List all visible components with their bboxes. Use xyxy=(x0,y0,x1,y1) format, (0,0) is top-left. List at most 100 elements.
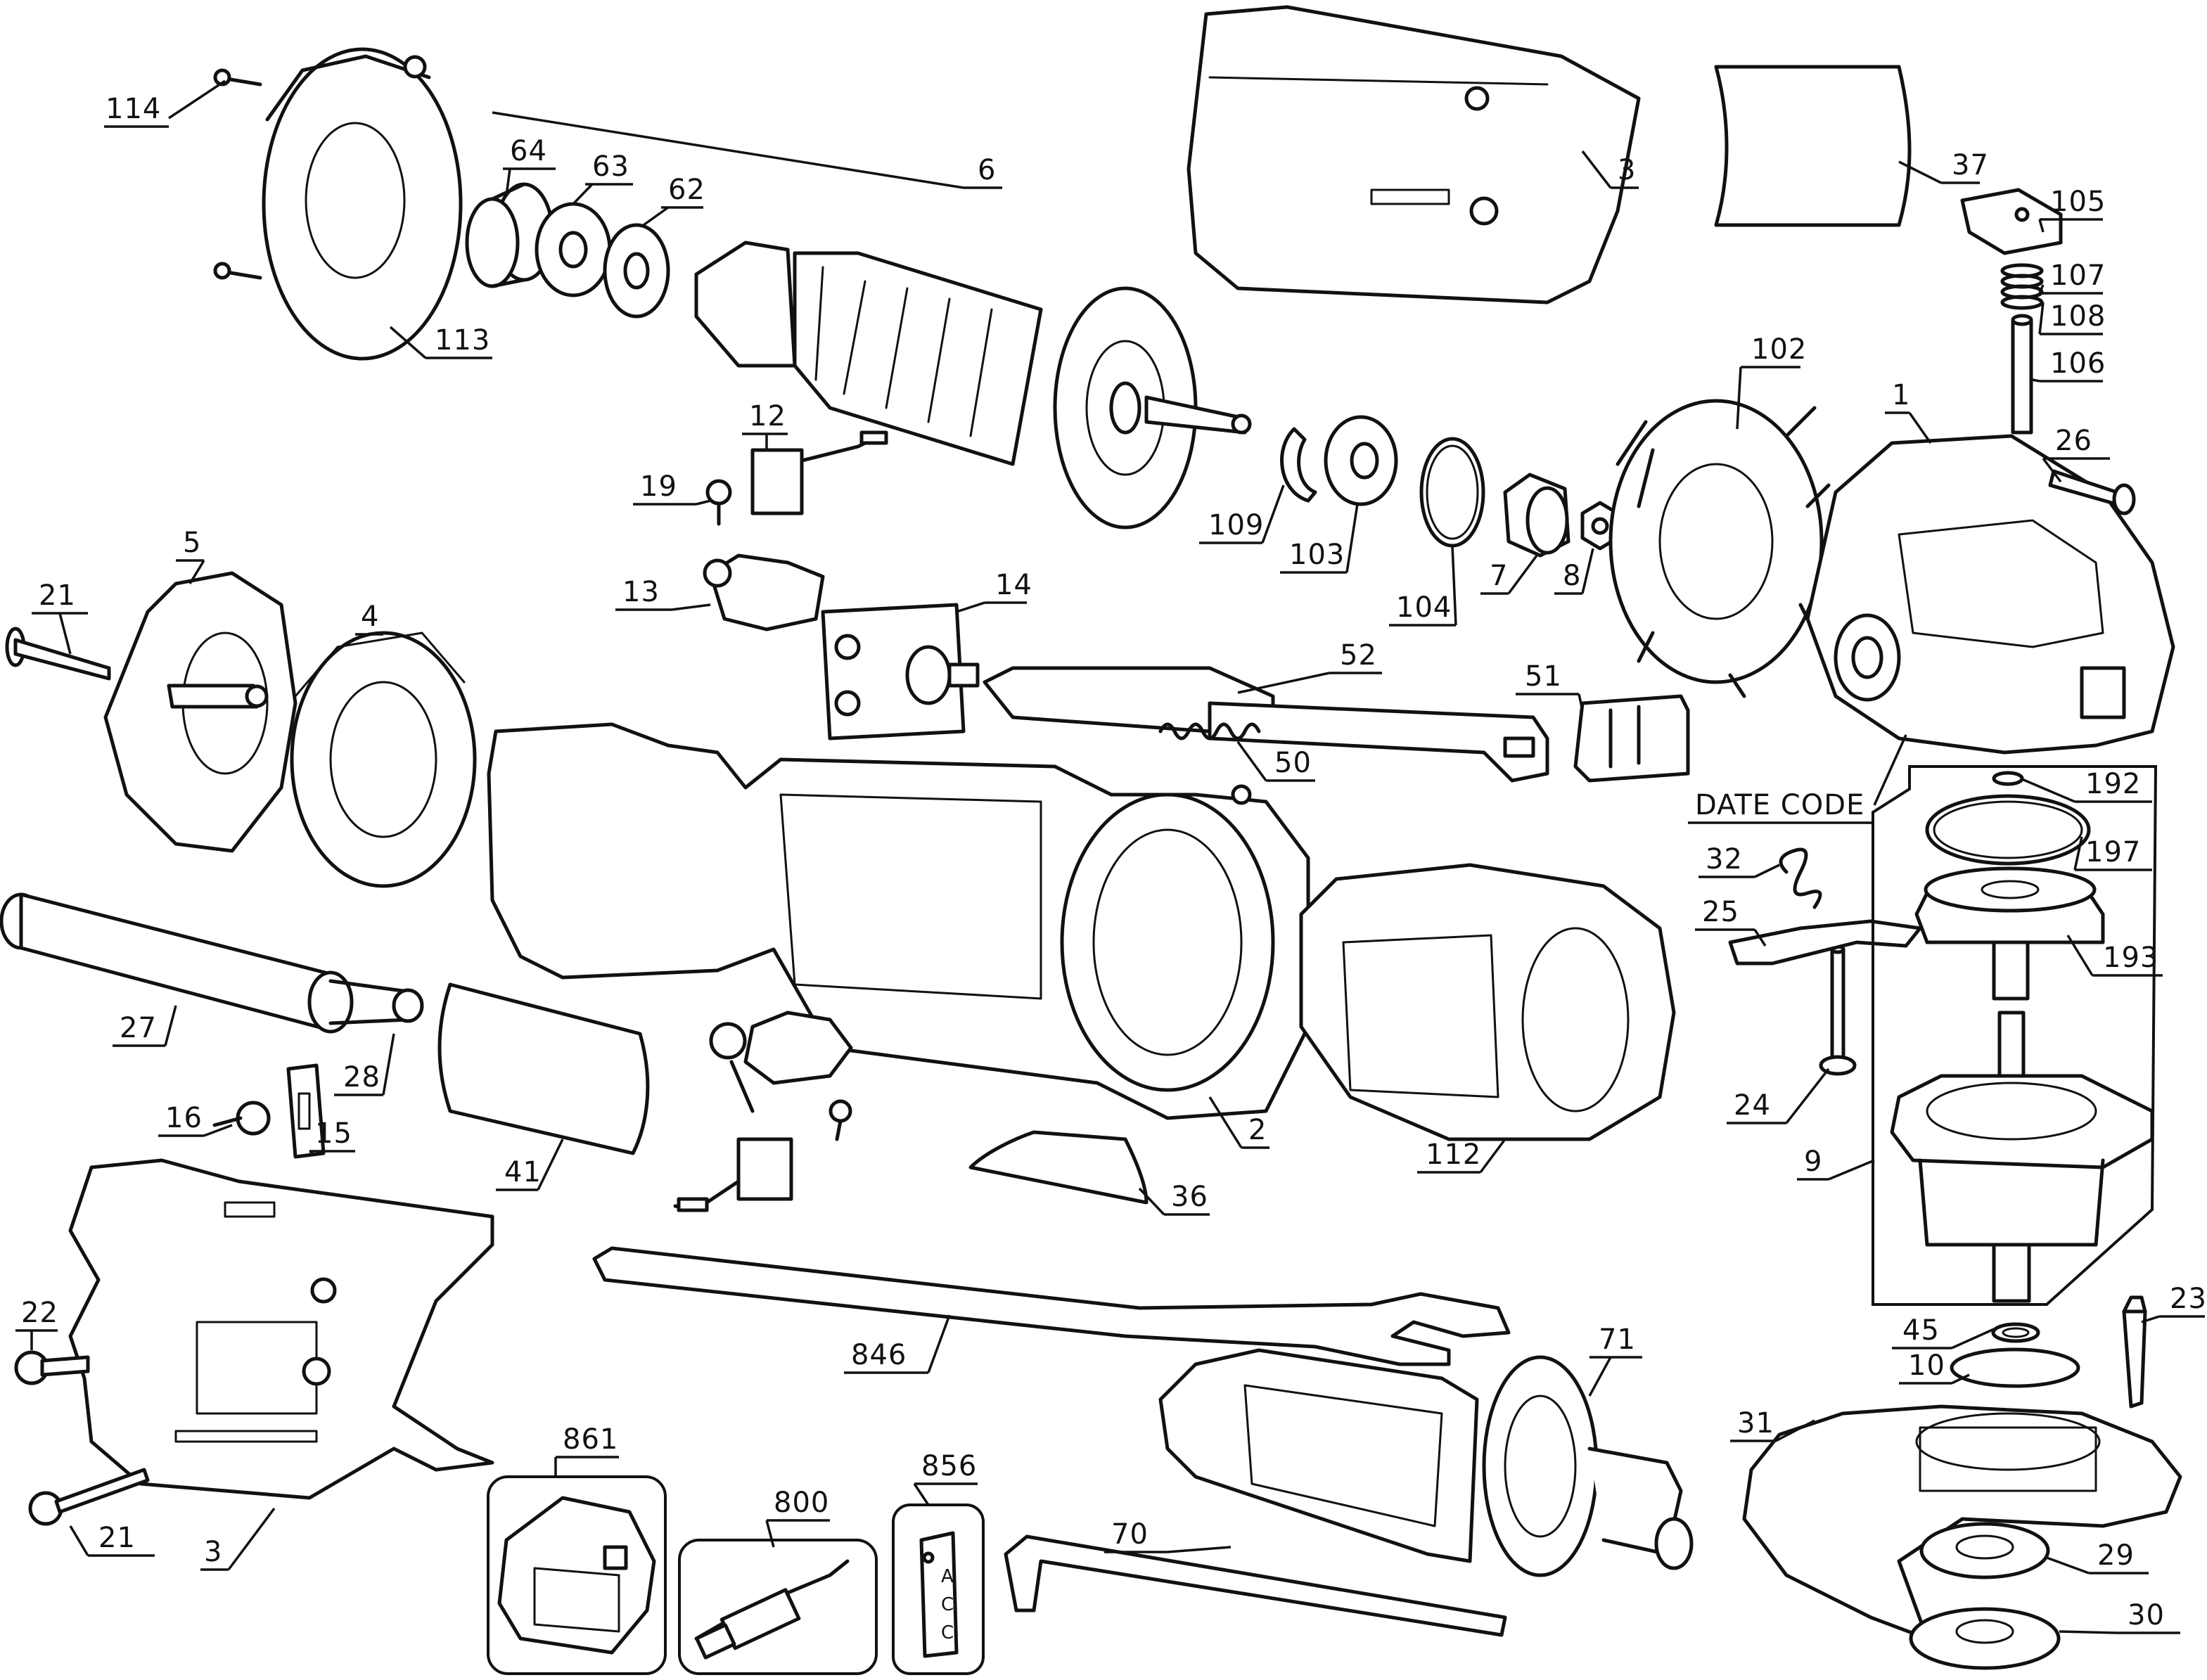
callout-15: 15 xyxy=(309,1117,355,1155)
callout-leader xyxy=(2038,284,2045,294)
callout-leader xyxy=(309,1150,314,1155)
callout-leader xyxy=(1578,693,1584,711)
callout-leader xyxy=(168,79,226,120)
callout-26: 26 xyxy=(2042,425,2110,483)
callout-52: 52 xyxy=(1237,639,1382,694)
spindle-lock-button xyxy=(1960,188,2063,255)
callout-7: 7 xyxy=(1480,554,1538,595)
callout-number: 105 xyxy=(2050,186,2106,218)
callout-leader xyxy=(505,168,511,196)
bearing xyxy=(535,202,612,297)
callout-32: 32 xyxy=(1699,843,1780,878)
callout-62: 62 xyxy=(642,174,705,226)
callout-leader xyxy=(2141,1315,2160,1323)
callout-number: 8 xyxy=(1563,560,1581,592)
callout-leader xyxy=(1236,740,1267,782)
end-cap xyxy=(103,571,298,853)
callout-21a: 21 xyxy=(32,579,88,655)
callout-number: 103 xyxy=(1289,539,1345,571)
callout-41: 41 xyxy=(496,1139,564,1191)
callout-22: 22 xyxy=(15,1297,58,1350)
callout-leader xyxy=(1736,366,1742,430)
callout-number: 861 xyxy=(563,1423,618,1456)
callout-number: 102 xyxy=(1751,333,1807,366)
callout-leader xyxy=(1451,545,1457,626)
lock-pin xyxy=(2011,314,2033,435)
callout-leader xyxy=(1345,504,1359,573)
callout-36: 36 xyxy=(1138,1181,1210,1216)
callout-leader xyxy=(69,1525,89,1556)
callout-5: 5 xyxy=(176,527,205,584)
callout-leader xyxy=(389,326,427,359)
callout-leader xyxy=(203,1124,233,1137)
callout-14: 14 xyxy=(956,569,1032,613)
inner-flange xyxy=(1919,1522,2050,1579)
brush-lower xyxy=(673,1137,793,1212)
callout-number: 7 xyxy=(1490,560,1508,592)
kit-861 xyxy=(487,1475,667,1675)
side-handle-bar xyxy=(0,892,424,1034)
cord-clamp-screw xyxy=(212,1101,271,1136)
washer xyxy=(603,223,670,319)
callout-number: 9 xyxy=(1804,1146,1822,1178)
callout-6: 6 xyxy=(492,111,1002,189)
callout-number: 5 xyxy=(183,527,201,559)
callout-leader xyxy=(2042,457,2062,483)
callout-45: 45 xyxy=(1892,1314,1995,1349)
callout-number: 1 xyxy=(1892,379,1910,411)
callout-64: 64 xyxy=(503,135,556,196)
switch-spring xyxy=(1158,722,1261,740)
callout-24: 24 xyxy=(1727,1067,1830,1124)
callout-number: 14 xyxy=(995,569,1032,601)
callout-number: 52 xyxy=(1340,639,1377,672)
housing-screw-long xyxy=(28,1468,150,1526)
outer-flange-nut xyxy=(1909,1607,2061,1670)
callout-leader xyxy=(671,603,711,611)
cord-clamp xyxy=(286,1063,326,1159)
callout-number: 63 xyxy=(592,150,629,183)
callout-leader xyxy=(382,1033,395,1096)
callout-27: 27 xyxy=(113,1005,177,1047)
callout-25: 25 xyxy=(1695,896,1767,947)
callout-leader xyxy=(1908,411,1932,444)
housing-screw xyxy=(14,1350,90,1385)
callout-leader xyxy=(642,206,670,226)
callout-3b: 3 xyxy=(200,1507,276,1571)
callout-107: 107 xyxy=(2038,259,2105,295)
lock-spring xyxy=(2000,263,2044,310)
callout-leader xyxy=(1507,554,1538,595)
callout-number: 70 xyxy=(1111,1518,1149,1551)
callout-leader xyxy=(227,1507,276,1571)
callout-197: 197 xyxy=(2073,836,2152,871)
housing-half-top xyxy=(1186,5,1641,304)
callout-number: 13 xyxy=(622,576,660,608)
callout-800: 800 xyxy=(765,1487,830,1548)
callout-number: 19 xyxy=(640,470,677,503)
kit-856-letter-2: C xyxy=(941,1594,954,1615)
callout-37: 37 xyxy=(1898,149,1988,184)
callout-leader xyxy=(1951,1373,1970,1385)
callout-leader xyxy=(188,560,205,584)
callout-leader xyxy=(492,111,964,189)
callout-number: 193 xyxy=(2103,942,2158,974)
callout-leader xyxy=(164,1005,177,1046)
callout-number: 2 xyxy=(1248,1114,1267,1146)
callout-8: 8 xyxy=(1554,548,1594,595)
callout-number: 31 xyxy=(1737,1407,1774,1439)
spindle-o-ring xyxy=(1950,1347,2080,1388)
callout-number: 15 xyxy=(315,1117,352,1150)
callout-51: 51 xyxy=(1516,660,1584,711)
callout-date: DATE CODE xyxy=(1688,734,1907,824)
fan xyxy=(1608,399,1831,698)
callout-leader xyxy=(1167,1546,1232,1553)
kit-856-letter-3: C xyxy=(941,1622,954,1643)
o-ring xyxy=(1419,437,1485,548)
callout-4: 4 xyxy=(355,601,385,636)
callout-number: 113 xyxy=(435,324,490,357)
screw-lower xyxy=(829,1099,852,1141)
spindle-washer xyxy=(1991,1322,2040,1343)
callout-leader xyxy=(1581,548,1594,594)
callout-number: 3 xyxy=(204,1536,222,1568)
callout-leader xyxy=(1828,1159,1875,1181)
callout-number: 62 xyxy=(668,174,705,206)
